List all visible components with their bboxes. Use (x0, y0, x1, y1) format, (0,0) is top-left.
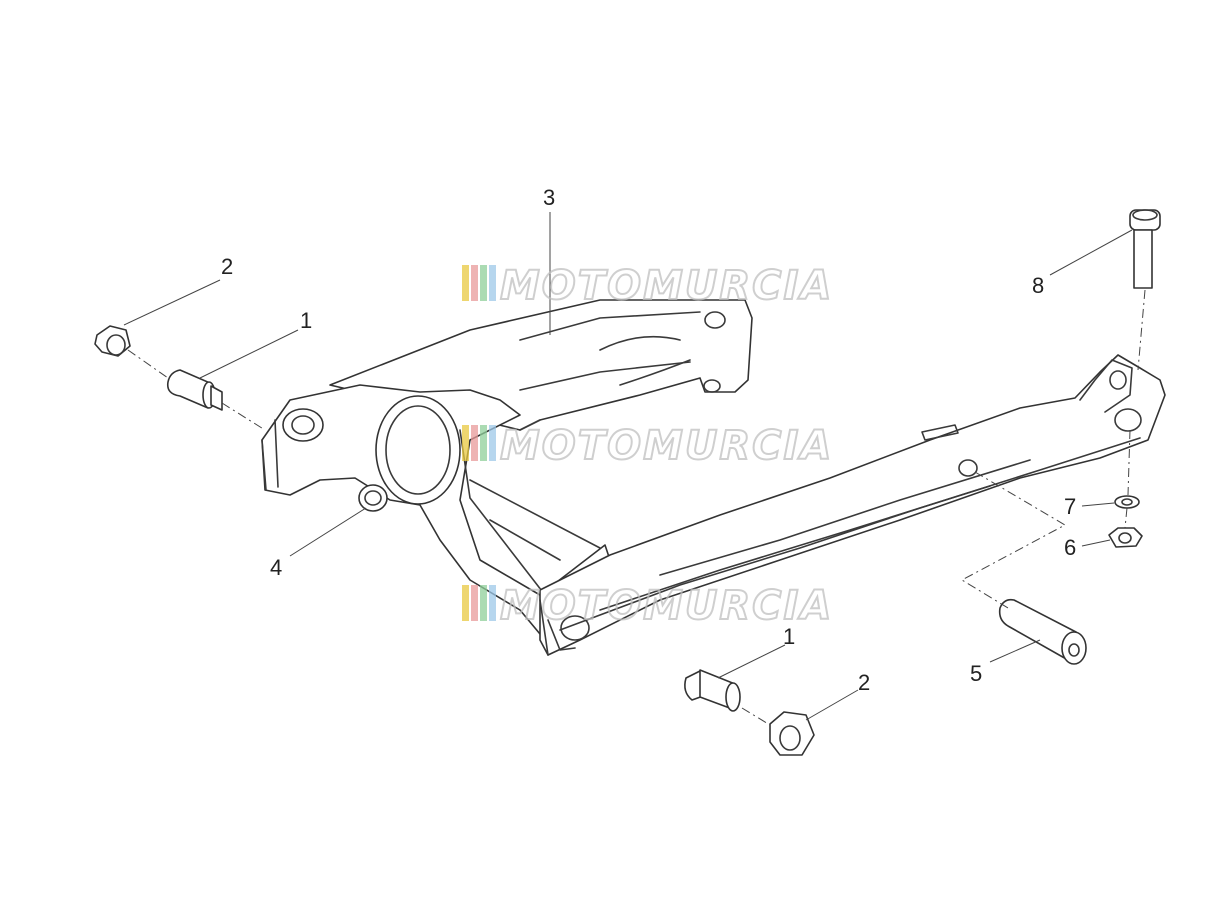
callout-1-top: 1 (300, 308, 312, 333)
bushing-part-1-bottom[interactable] (684, 669, 741, 712)
callout-7: 7 (1064, 494, 1076, 519)
watermark-text-2: MOTOMURCIA (500, 423, 833, 469)
callout-4: 4 (270, 555, 282, 580)
callout-2-bottom: 2 (858, 670, 870, 695)
callout-2-top: 2 (221, 254, 233, 279)
washer-part-4[interactable] (358, 484, 388, 512)
bolt-part-8[interactable] (1129, 209, 1161, 289)
callout-5: 5 (970, 661, 982, 686)
nut-part-6[interactable] (1108, 527, 1143, 548)
swingarm-part[interactable] (261, 299, 1166, 656)
leader-lines (123, 212, 1133, 721)
watermark-text-3: MOTOMURCIA (500, 583, 833, 629)
watermark-text-1: MOTOMURCIA (500, 263, 833, 309)
callout-3: 3 (543, 185, 555, 210)
pin-part-5[interactable] (998, 598, 1087, 665)
callout-6: 6 (1064, 535, 1076, 560)
nut-part-2-bottom[interactable] (769, 711, 815, 756)
bushing-part-1-top[interactable] (166, 369, 223, 411)
washer-part-7[interactable] (1114, 495, 1140, 509)
callout-1-bottom: 1 (783, 624, 795, 649)
nut-part-2-top[interactable] (94, 325, 131, 357)
callout-8: 8 (1032, 273, 1044, 298)
watermark-logo: MOTOMURCIA MOTOMURCIA MOTOMURCIA (462, 262, 833, 630)
assembly-axis-lines (127, 289, 1146, 726)
